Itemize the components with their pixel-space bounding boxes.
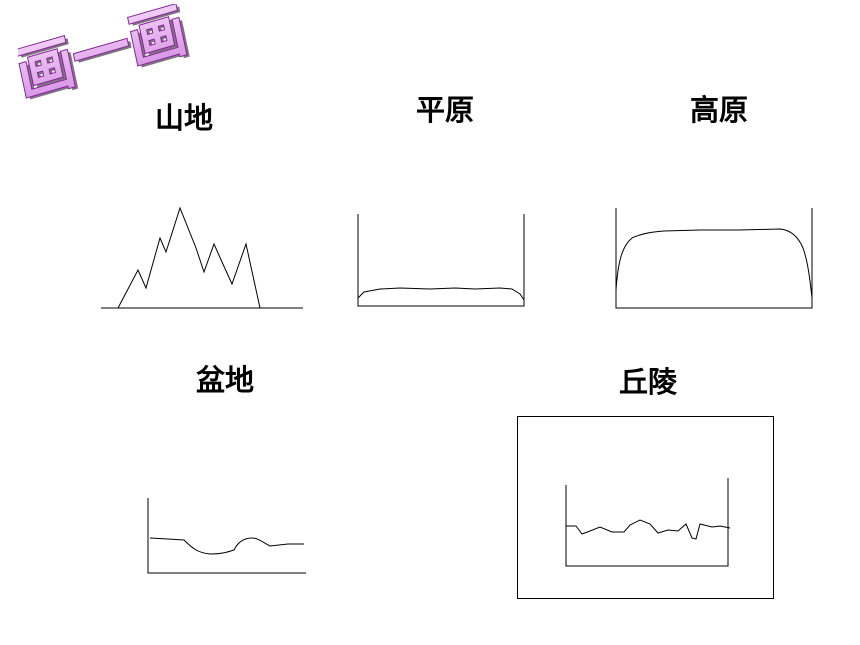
title-wordart-graphic: 画一画 画一画 [18, 4, 196, 104]
label-hills: 丘陵 [619, 365, 678, 399]
label-plateau: 高原 [690, 93, 749, 127]
label-basin: 盆地 [196, 363, 255, 397]
label-mountain: 山地 [155, 101, 214, 135]
label-plain: 平原 [416, 93, 475, 127]
title-wordart: 画一画 画一画 [18, 4, 198, 104]
hills-frame [517, 416, 774, 599]
